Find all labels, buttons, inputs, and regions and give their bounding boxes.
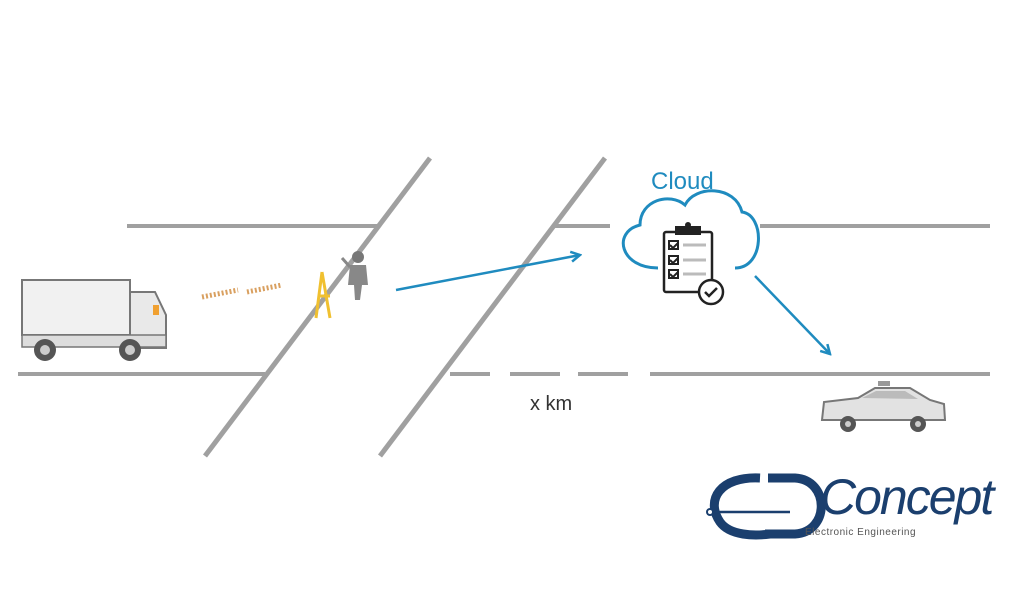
company-logo: [706, 473, 826, 540]
road-worker-icon: [314, 251, 368, 319]
checklist-icon: [662, 222, 725, 306]
logo-wordmark: Concept: [820, 469, 994, 525]
signal-waves-icon: [201, 282, 283, 300]
data-download-arrow: [754, 275, 830, 354]
data-upload-arrow: [395, 255, 580, 292]
logo-tagline: Electronic Engineering: [805, 527, 917, 538]
cloud-icon: [621, 189, 760, 270]
car-icon: [820, 381, 947, 432]
distance-label: x km: [530, 393, 573, 415]
cloud-label: Cloud: [651, 168, 714, 195]
truck-icon: [21, 279, 167, 361]
